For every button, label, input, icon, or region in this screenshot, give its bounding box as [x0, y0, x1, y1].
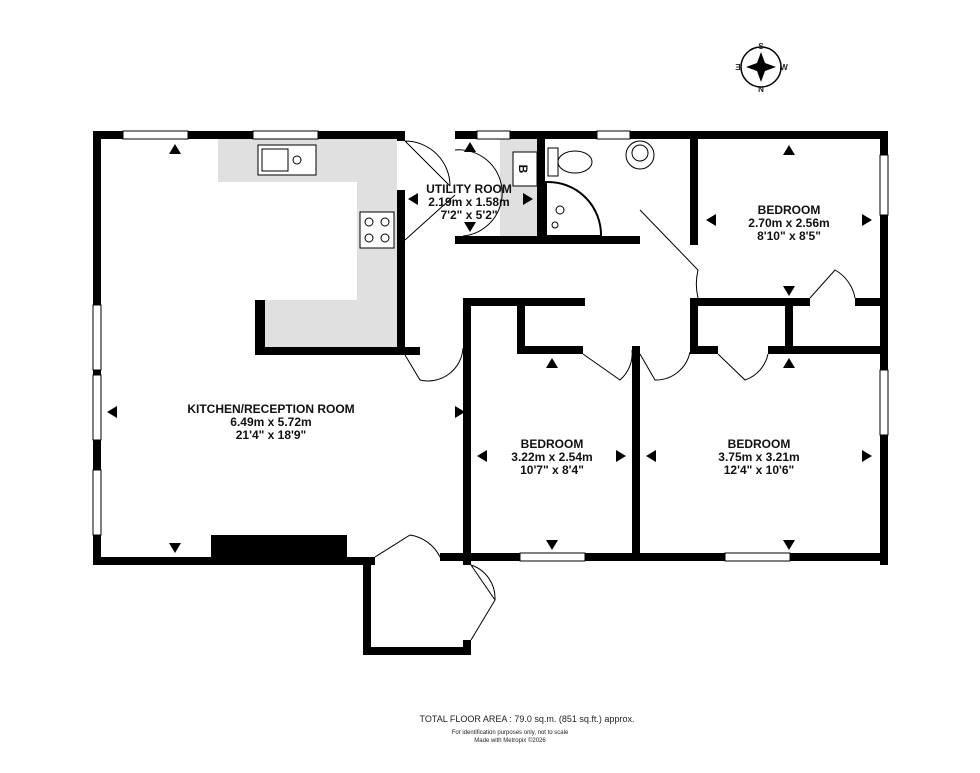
sink-icon [257, 144, 317, 176]
room-metric: 2.19m x 1.58m [428, 195, 509, 209]
room-metric: 3.75m x 3.21m [718, 450, 799, 464]
room-bedroom-3: BEDROOM 3.75m x 3.21m 12'4" x 10'6" [718, 437, 799, 477]
room-utility: UTILITY ROOM 2.19m x 1.58m 7'2" x 5'2" [426, 182, 512, 222]
room-metric: 3.22m x 2.54m [511, 450, 592, 464]
room-imperial: 8'10" x 8'5" [757, 229, 821, 243]
boiler-label: B [516, 165, 530, 174]
room-imperial: 12'4" x 10'6" [724, 463, 794, 477]
hob-icon [359, 211, 395, 249]
room-imperial: 10'7" x 8'4" [520, 463, 584, 477]
shower-icon [545, 180, 603, 237]
toilet-icon [547, 147, 593, 177]
room-name: BEDROOM [758, 203, 821, 217]
doors [374, 140, 856, 641]
room-metric: 6.49m x 5.72m [230, 415, 311, 429]
room-name: UTILITY ROOM [426, 182, 512, 196]
disclaimer: For identification purposes only, not to… [452, 730, 569, 736]
room-metric: 2.70m x 2.56m [748, 216, 829, 230]
room-name: KITCHEN/RECEPTION ROOM [187, 402, 354, 416]
room-name: BEDROOM [521, 437, 584, 451]
room-bedroom-2: BEDROOM 3.22m x 2.54m 10'7" x 8'4" [511, 437, 592, 477]
room-imperial: 21'4" x 18'9" [236, 428, 306, 442]
room-imperial: 7'2" x 5'2" [440, 208, 497, 222]
dimension-arrows [107, 142, 872, 553]
compass-south: S [758, 42, 764, 51]
room-bedroom-1: BEDROOM 2.70m x 2.56m 8'10" x 8'5" [748, 203, 829, 243]
basin-icon [625, 140, 655, 170]
credit: Made with Metropix ©2026 [474, 737, 546, 744]
room-kitchen-reception: KITCHEN/RECEPTION ROOM 6.49m x 5.72m 21'… [187, 402, 354, 442]
compass-east: E [735, 63, 741, 72]
compass-icon: S N W E [735, 42, 789, 94]
compass-north: N [758, 85, 764, 94]
room-name: BEDROOM [728, 437, 791, 451]
windows [92, 130, 889, 562]
fireplace [211, 535, 347, 557]
boiler-icon: B [512, 151, 538, 187]
compass-west: W [780, 63, 788, 72]
total-floor-area: TOTAL FLOOR AREA : 79.0 sq.m. (851 sq.ft… [420, 714, 635, 724]
